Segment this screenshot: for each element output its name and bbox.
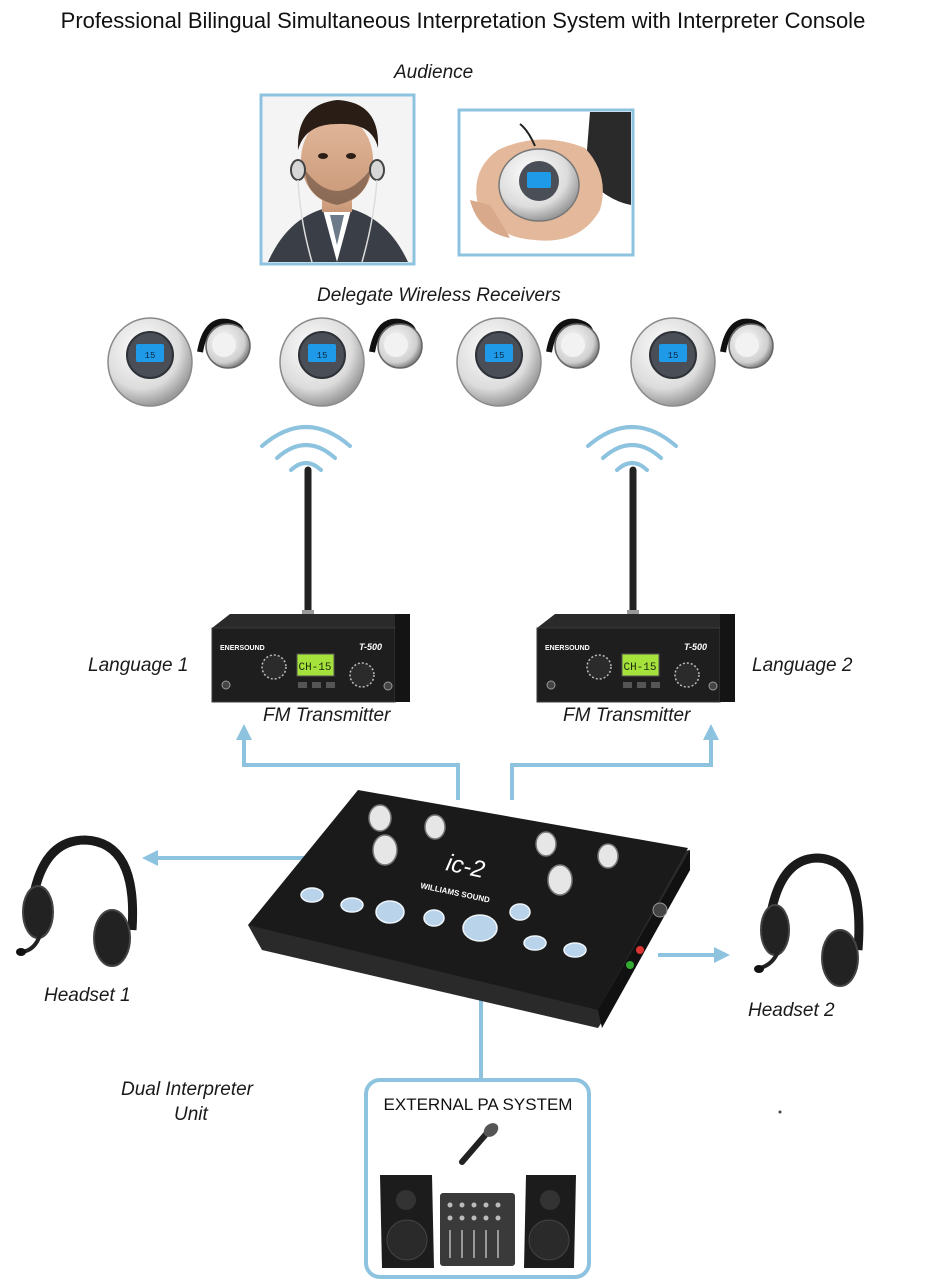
delegate-receiver-3: 15: [456, 317, 600, 407]
language-2-label: Language 2: [752, 655, 853, 676]
connector-console-to-transmitter-2: [510, 724, 719, 800]
audience-label: Audience: [394, 62, 474, 83]
connector-lines: [142, 724, 730, 1080]
dual-interpreter-label-line1: Dual Interpreter: [121, 1079, 254, 1100]
transmitter-lcd-readout: CH-15: [623, 662, 656, 674]
connector-console-to-transmitter-1: [236, 724, 460, 800]
audience-photo-listener: [259, 93, 416, 266]
headset-2-label: Headset 2: [748, 1000, 835, 1021]
delegate-receivers-label: Delegate Wireless Receivers: [317, 285, 561, 306]
pa-mixer-image: [440, 1193, 515, 1266]
radio-waves-1: [260, 425, 352, 472]
fm-transmitter-2-label: FM Transmitter: [563, 705, 691, 726]
dual-interpreter-label-line2: Unit: [174, 1104, 208, 1125]
external-pa-label: EXTERNAL PA SYSTEM: [383, 1095, 573, 1114]
interpreter-console: ic-2 WILLIAMS SOUND: [248, 790, 690, 1028]
transmitter-model: T-500: [684, 642, 707, 652]
transmitter-brand: ENERSOUND: [545, 645, 590, 652]
receiver-lcd-readout: 15: [145, 351, 156, 361]
transmitter-model: T-500: [359, 642, 382, 652]
external-pa-system: [364, 1078, 591, 1279]
console-knobs: [368, 804, 619, 896]
language-1-label: Language 1: [88, 655, 189, 676]
audience-photo-receiver-in-hand: [457, 108, 635, 257]
receiver-lcd-readout: 15: [494, 351, 505, 361]
delegate-receiver-1: 15: [107, 317, 251, 407]
radio-waves-2: [586, 425, 678, 472]
pa-speaker-left-image: [380, 1175, 434, 1268]
stray-dot: [778, 1110, 782, 1114]
delegate-receiver-2: 15: [279, 317, 423, 407]
headset-1-label: Headset 1: [44, 985, 131, 1006]
receiver-lcd-readout: 15: [317, 351, 328, 361]
pa-speaker-right-image: [524, 1175, 576, 1268]
delegate-receivers: 15 15 15 15: [107, 317, 774, 407]
receiver-lcd-readout: 15: [668, 351, 679, 361]
transmitter-brand: ENERSOUND: [220, 645, 265, 652]
transmitter-lcd-readout: CH-15: [298, 662, 331, 674]
diagram-title: Professional Bilingual Simultaneous Inte…: [60, 8, 866, 33]
console-jacks: [626, 902, 668, 969]
console-buttons: [300, 887, 587, 958]
delegate-receiver-4: 15: [630, 317, 774, 407]
headset-2-image: [754, 853, 864, 987]
headset-1-image: [16, 835, 138, 967]
fm-transmitter-1-label: FM Transmitter: [263, 705, 391, 726]
microphone-image: [459, 1123, 499, 1165]
